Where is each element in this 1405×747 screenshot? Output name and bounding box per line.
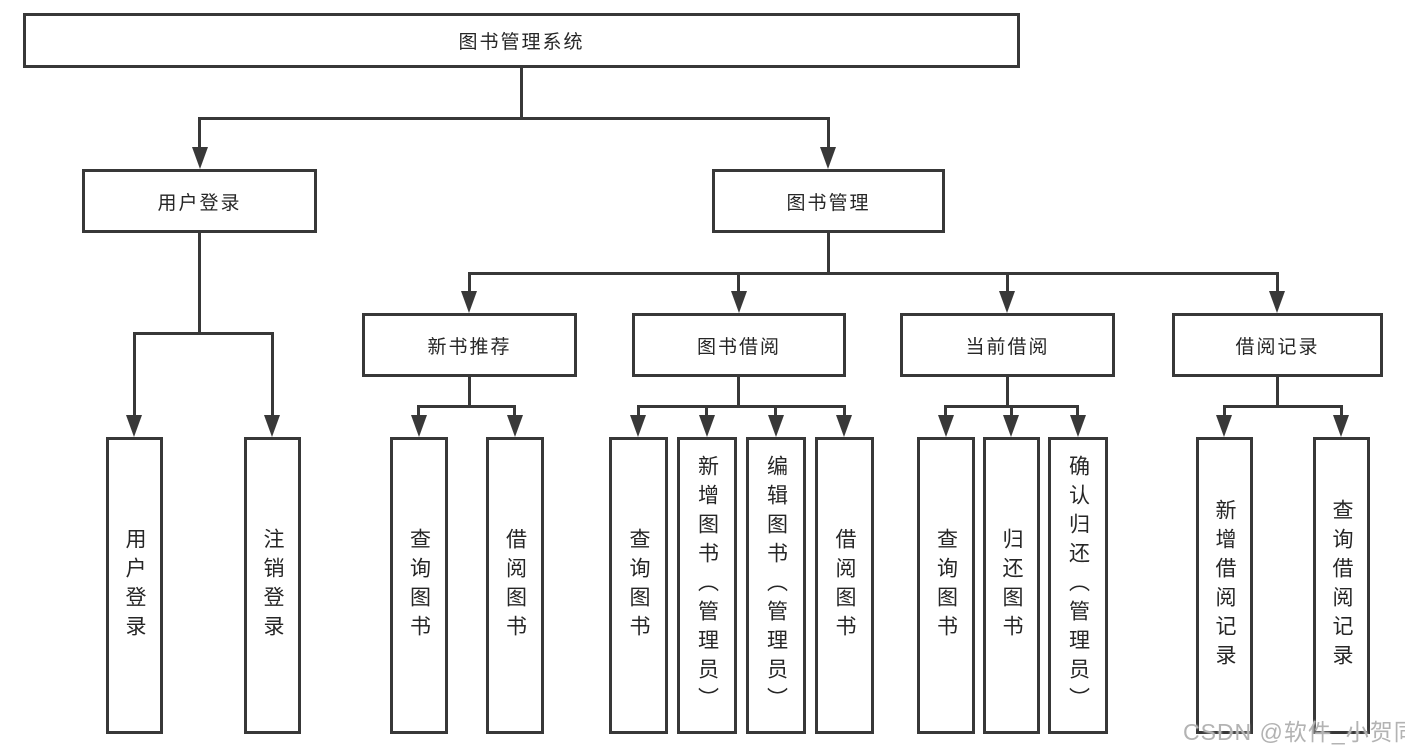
leaf-borrow-query-books: 查询图书 [609, 437, 668, 734]
node-borrow-record: 借阅记录 [1172, 313, 1383, 377]
arrow-down-icon [411, 415, 427, 437]
arrow-down-icon [768, 415, 784, 437]
arrow-down-icon [192, 147, 208, 169]
connector-borrow-record-stem [1276, 377, 1279, 407]
arrow-down-icon [630, 415, 646, 437]
node-book-management: 图书管理 [712, 169, 945, 233]
connector-to-new-book [468, 272, 471, 292]
connector-drop [513, 405, 516, 417]
arrow-down-icon [1333, 415, 1349, 437]
leaf-logout: 注销登录 [244, 437, 301, 734]
arrow-down-icon [699, 415, 715, 437]
arrow-down-icon [1216, 415, 1232, 437]
arrow-down-icon [836, 415, 852, 437]
connector-user-login-stem [198, 232, 201, 334]
arrow-down-icon [461, 291, 477, 313]
connector-to-leaf-logout [271, 332, 274, 416]
connector-drop [417, 405, 420, 417]
arrow-down-icon [731, 291, 747, 313]
leaf-newbook-borrow-books: 借阅图书 [486, 437, 544, 734]
connector-drop [774, 405, 777, 417]
connector-root-bus [198, 117, 830, 120]
node-new-book-recommend: 新书推荐 [362, 313, 577, 377]
connector-book-borrow-bus [637, 405, 845, 408]
node-current-borrow: 当前借阅 [900, 313, 1115, 377]
connector-drop [1340, 405, 1343, 417]
leaf-current-query-books: 查询图书 [917, 437, 975, 734]
connector-user-login-bus [133, 332, 273, 335]
arrow-down-icon [820, 147, 836, 169]
csdn-watermark: CSDN @软件_小贺同学 [1183, 719, 1405, 745]
leaf-borrow-borrow-books: 借阅图书 [815, 437, 874, 734]
connector-root-stem [520, 68, 523, 118]
arrow-down-icon [126, 415, 142, 437]
arrow-down-icon [1070, 415, 1086, 437]
connector-root-to-book-mgmt [827, 117, 830, 149]
connector-book-borrow-stem [737, 377, 740, 407]
node-root: 图书管理系统 [23, 13, 1020, 68]
node-user-login: 用户登录 [82, 169, 317, 233]
leaf-record-query-borrow-record: 查询借阅记录 [1313, 437, 1370, 734]
connector-drop [705, 405, 708, 417]
arrow-down-icon [938, 415, 954, 437]
leaf-newbook-query-books: 查询图书 [390, 437, 448, 734]
leaf-user-login: 用户登录 [106, 437, 163, 734]
connector-to-current-borrow [1006, 272, 1009, 292]
connector-drop [637, 405, 640, 417]
connector-root-to-user-login [198, 117, 201, 149]
connector-book-mgmt-bus [468, 272, 1278, 275]
leaf-current-confirm-return-admin: 确认归还（管理员） [1048, 437, 1108, 734]
connector-to-borrow-record [1276, 272, 1279, 292]
connector-to-leaf-login [133, 332, 136, 416]
connector-drop [1076, 405, 1079, 417]
node-book-borrow: 图书借阅 [632, 313, 846, 377]
leaf-current-return-books: 归还图书 [983, 437, 1040, 734]
arrow-down-icon [1003, 415, 1019, 437]
connector-drop [944, 405, 947, 417]
connector-new-book-bus [417, 405, 516, 408]
connector-drop [843, 405, 846, 417]
leaf-borrow-add-books-admin: 新增图书（管理员） [677, 437, 737, 734]
connector-current-borrow-stem [1006, 377, 1009, 407]
leaf-record-add-borrow-record: 新增借阅记录 [1196, 437, 1253, 734]
connector-drop [1010, 405, 1013, 417]
arrow-down-icon [999, 291, 1015, 313]
connector-drop [1223, 405, 1226, 417]
connector-book-mgmt-stem [827, 232, 830, 274]
connector-new-book-stem [468, 377, 471, 407]
arrow-down-icon [264, 415, 280, 437]
connector-to-book-borrow [737, 272, 740, 292]
arrow-down-icon [1269, 291, 1285, 313]
connector-borrow-record-bus [1223, 405, 1342, 408]
arrow-down-icon [507, 415, 523, 437]
leaf-borrow-edit-books-admin: 编辑图书（管理员） [746, 437, 806, 734]
